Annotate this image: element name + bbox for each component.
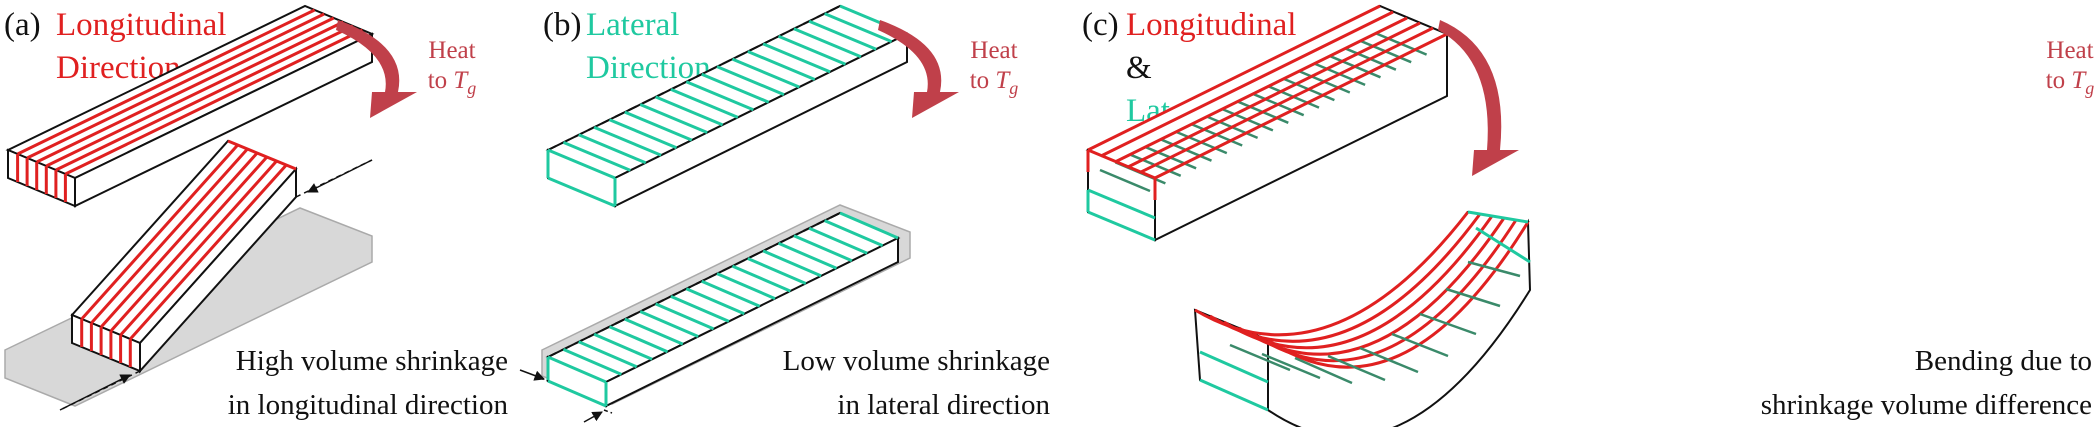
panel-c-longitudinal-layer — [1086, 4, 1448, 200]
panel-a-title-line1: Longitudinal — [56, 7, 226, 43]
panel-b-heat-arrow: Heat to Tg — [878, 20, 1018, 118]
panel-a-shrinkage-arrows — [59, 159, 373, 411]
panel-c-lateral-side — [1086, 188, 1156, 242]
panel-b-heat-target: to Tg — [970, 67, 1019, 98]
panel-c-bent-lateral-edges — [1199, 210, 1531, 412]
panel-b-shrunk-beam — [545, 211, 901, 408]
panel-c-title-ampersand: & — [1126, 50, 1152, 86]
panel-a-letter: (a) — [4, 7, 41, 43]
panel-c-bent-beam — [1193, 210, 1532, 427]
panel-c-heat-arrow-shape — [1438, 20, 1519, 176]
panel-a-heat-arrow-shape — [336, 20, 417, 118]
panel-b-letter: (b) — [543, 7, 581, 43]
panel-c-heat-word: Heat — [2046, 37, 2093, 64]
panel-c-heat-target: to Tg — [2046, 67, 2095, 98]
panel-b-heat-word: Heat — [970, 37, 1017, 64]
panel-a-heat-word: Heat — [428, 37, 475, 64]
panel-c-heat-arrow: Heat to Tg — [1438, 20, 2094, 176]
panel-c: (c) Longitudinal & Lateral — [1082, 4, 2094, 427]
panel-a-caption-line2: in longitudinal direction — [228, 389, 509, 421]
panel-c-caption-line2: shrinkage volume difference — [1761, 389, 2092, 421]
panel-c-bent-longitudinal-lines — [1194, 211, 1530, 369]
panel-b-top-beam-cyan-stripes — [546, 4, 908, 208]
panel-a-heat-target: to Tg — [428, 67, 477, 98]
panel-b-top-beam — [545, 4, 910, 208]
panel-a-long-beam-red-stripes — [16, 8, 364, 202]
panel-b-shrinkage-arrows — [519, 369, 613, 423]
panel-a-long-beam — [5, 4, 375, 208]
panel-b-title-line1: Lateral — [586, 7, 679, 43]
panel-c-bent-lateral-lines — [1229, 260, 1521, 385]
panel-a-shrunk-beam-red-stripes — [80, 139, 297, 367]
panel-a-shrunk-beam — [70, 139, 298, 374]
panel-a-caption-line1: High volume shrinkage — [236, 345, 508, 377]
panel-a-heat-arrow: Heat to Tg — [336, 20, 476, 118]
panel-b: (b) Lateral Direction — [519, 4, 1050, 423]
panel-c-letter: (c) — [1082, 7, 1119, 43]
panel-b-shrunk-beam-cyan-stripes — [546, 211, 899, 408]
panel-c-caption-line1: Bending due to — [1915, 345, 2092, 377]
panel-b-caption-line2: in lateral direction — [837, 389, 1050, 421]
panel-b-caption-line1: Low volume shrinkage — [783, 345, 1050, 377]
panel-b-heat-arrow-shape — [878, 20, 959, 118]
panel-a: (a) Longitudinal Direction — [4, 4, 509, 421]
panel-c-title-line1: Longitudinal — [1126, 7, 1296, 43]
